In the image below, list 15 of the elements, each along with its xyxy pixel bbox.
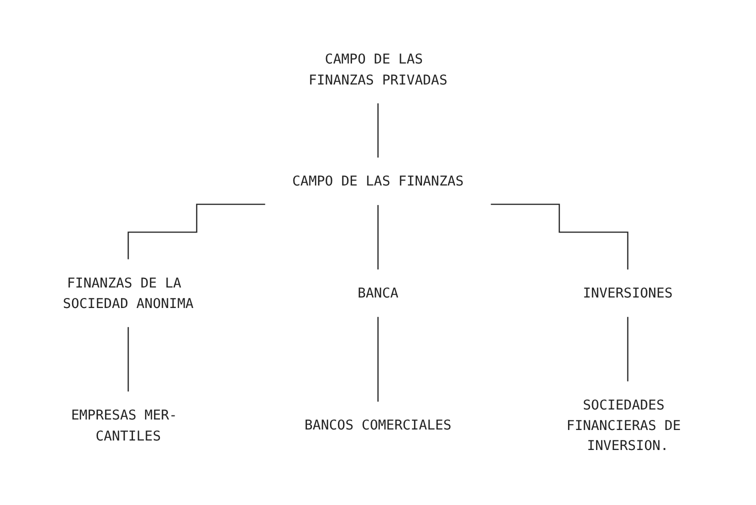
connector	[377, 316, 379, 402]
node-text: FINANZAS DE LA SOCIEDAD ANONIMA	[62, 274, 194, 312]
connector	[377, 102, 379, 158]
connector	[490, 204, 628, 270]
connector	[377, 204, 379, 270]
node-text: BANCOS COMERCIALES	[304, 417, 452, 434]
node-text: BANCA	[358, 284, 398, 302]
node-text: EMPRESAS MER- CANTILES	[71, 406, 178, 444]
node-text: CAMPO DE LAS FINANZAS	[292, 172, 464, 190]
connector	[128, 204, 266, 260]
node-text: SOCIEDADES FINANCIERAS DE INVERSION.	[566, 396, 681, 454]
node-text: INVERSIONES	[582, 284, 673, 302]
node-text: CAMPO DE LAS FINANZAS PRIVADAS	[308, 50, 448, 88]
connector	[128, 326, 129, 392]
connector	[627, 316, 628, 382]
